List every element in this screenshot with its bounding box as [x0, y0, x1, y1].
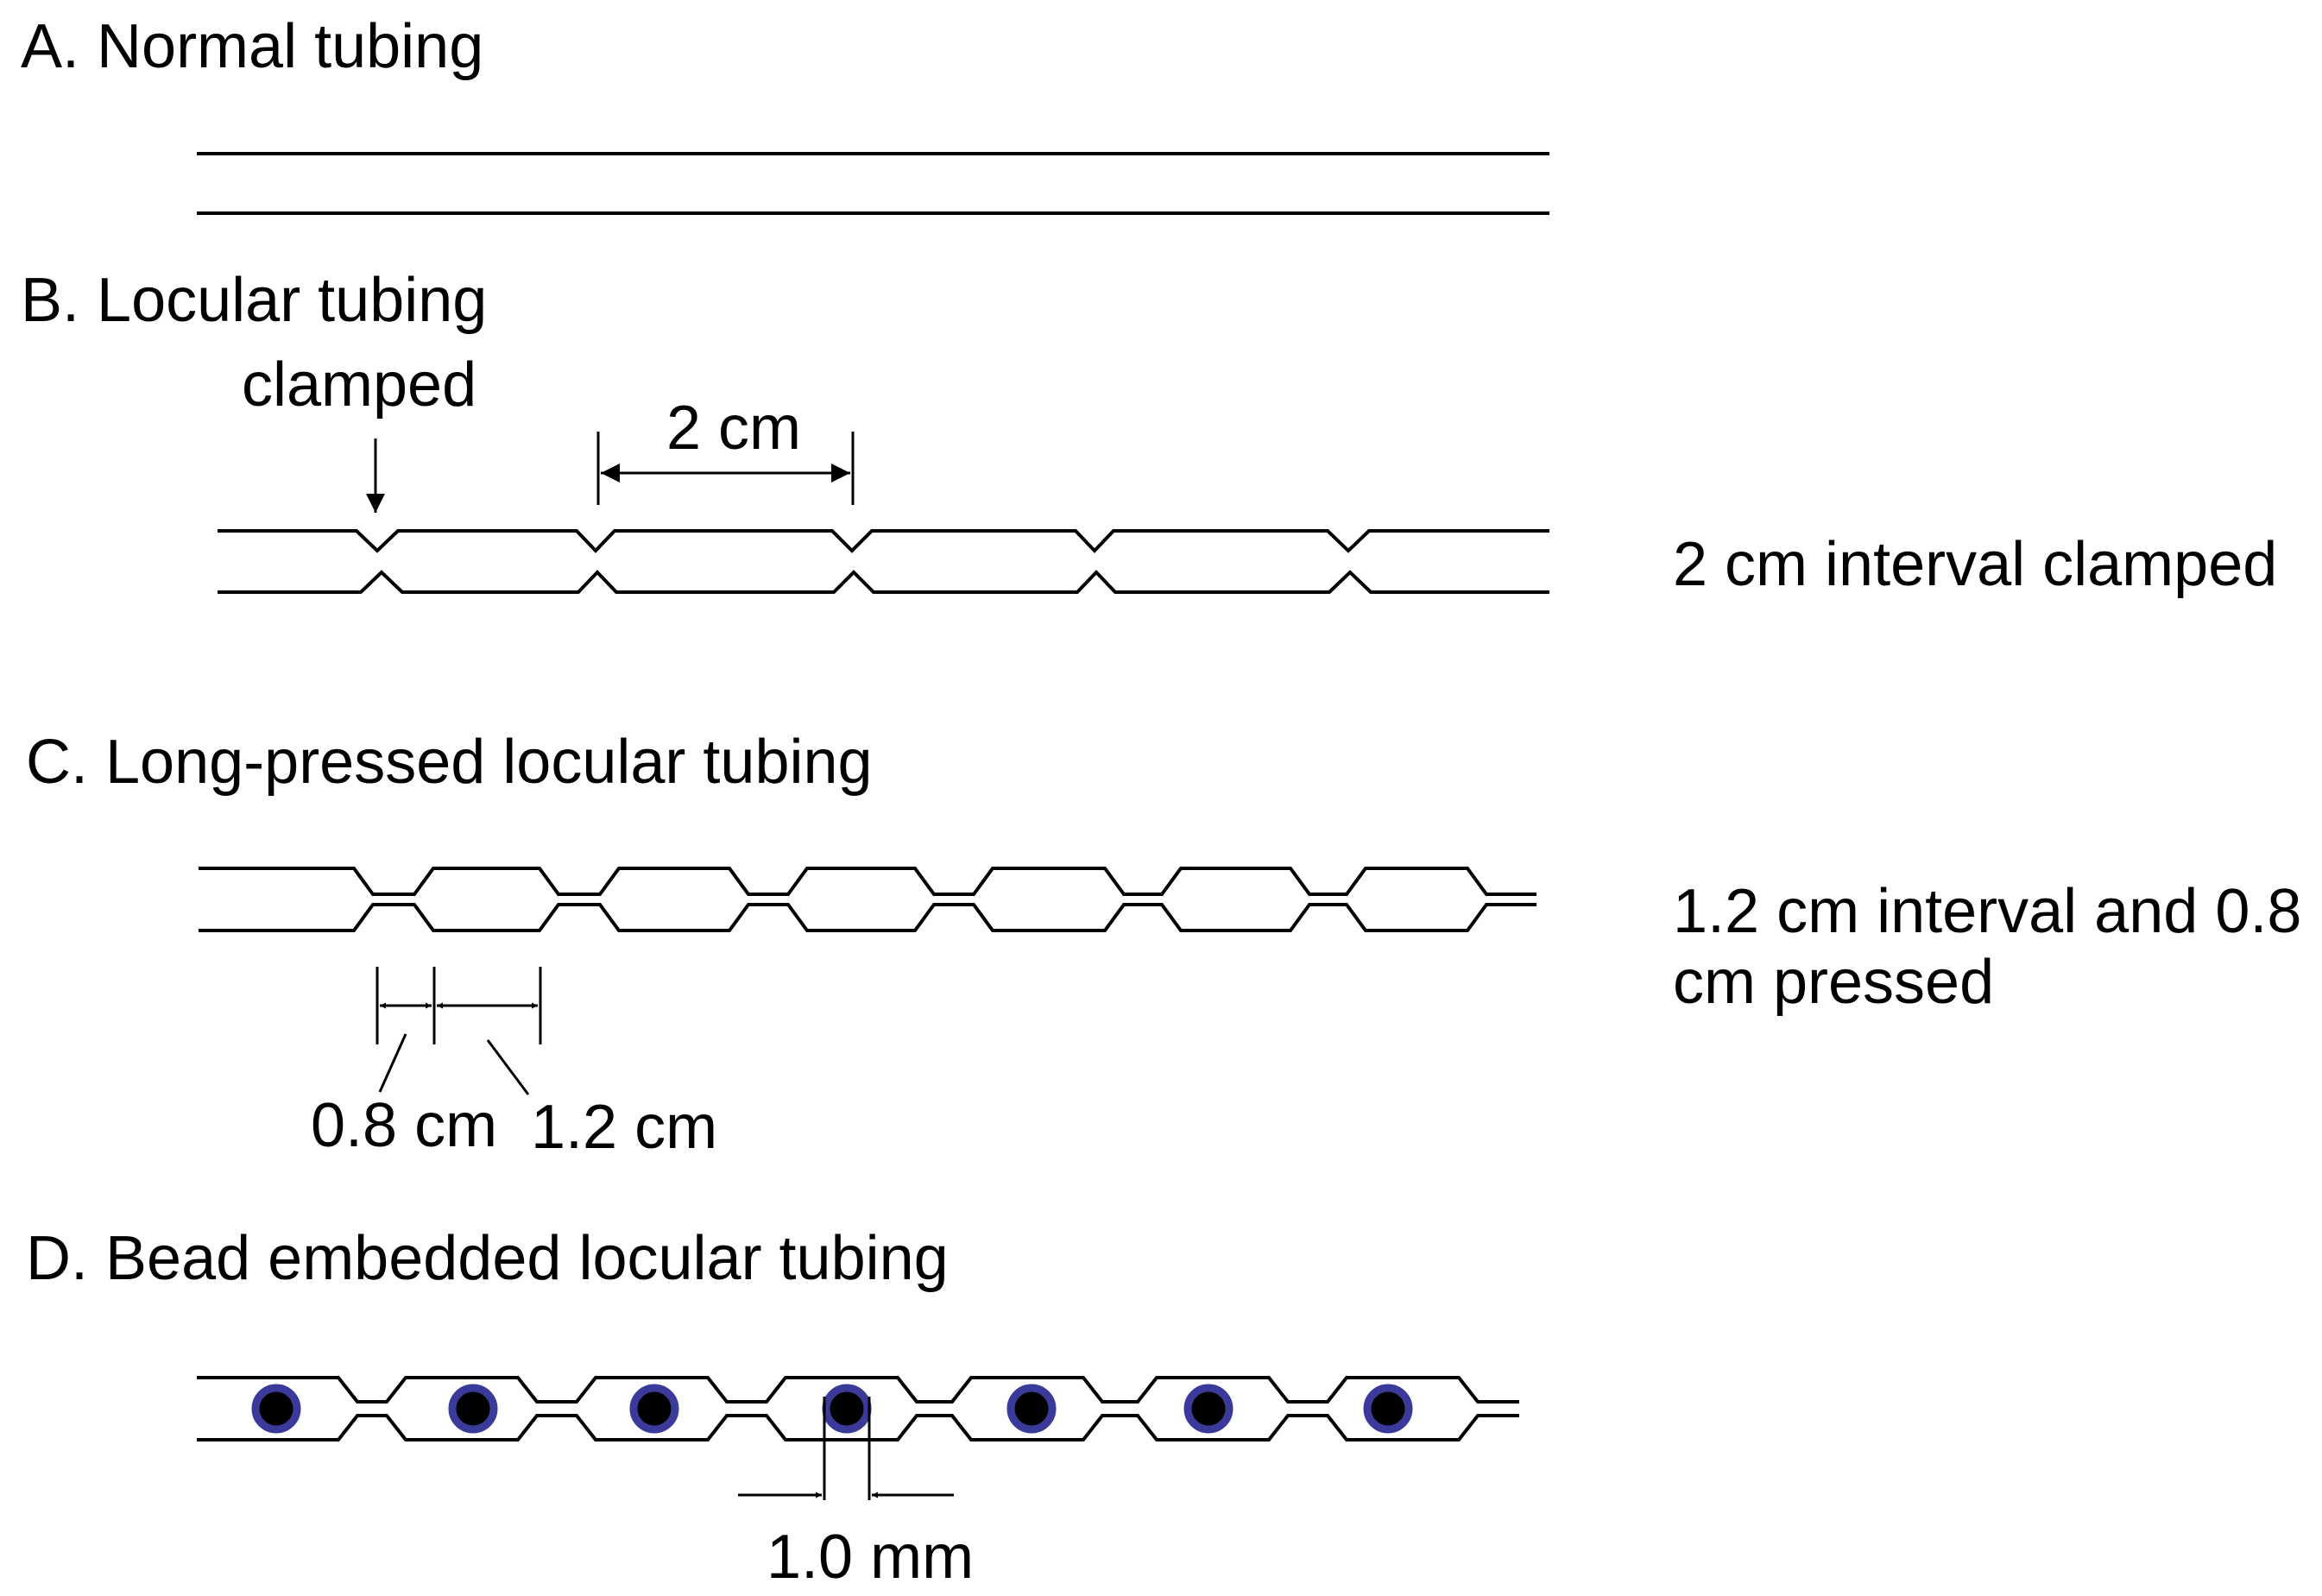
long-pressed-top-wall — [199, 867, 1536, 896]
leader-line-0-8cm — [378, 1033, 407, 1093]
beads — [251, 1384, 1413, 1434]
bead-tubing-bottom-wall — [197, 1414, 1519, 1441]
note-interval-pressed-line2: cm pressed — [1673, 948, 1994, 1017]
panel-c-title: C. Long-pressed locular tubing — [26, 728, 873, 797]
panel-d-title: D. Bead embedded locular tubing — [26, 1224, 949, 1293]
bead-tubing-top-wall — [197, 1376, 1519, 1404]
locular-tubing-clamped — [218, 529, 1549, 594]
bead — [822, 1384, 872, 1434]
press-interval-dimension — [375, 967, 542, 1095]
note-interval-pressed-line1: 1.2 cm interval and 0.8 — [1673, 877, 2301, 946]
long-pressed-bottom-wall — [199, 903, 1536, 932]
bead — [629, 1384, 679, 1434]
interval-2cm-label: 2 cm — [666, 394, 801, 463]
panel-a-title: A. Normal tubing — [21, 12, 483, 81]
bead — [1006, 1384, 1057, 1434]
clamped-label: clamped — [242, 350, 476, 420]
long-pressed-tubing — [199, 867, 1536, 932]
locular-tubing-top-wall — [218, 529, 1549, 553]
bead — [448, 1384, 498, 1434]
normal-tubing — [197, 152, 1549, 215]
bead — [1363, 1384, 1413, 1434]
leader-line-1-2cm — [486, 1039, 530, 1095]
bead-dimension — [738, 1397, 954, 1500]
bead — [1183, 1384, 1234, 1434]
bead — [251, 1384, 301, 1434]
bead-embedded-tubing — [197, 1376, 1519, 1441]
interval-2cm-dimension — [596, 432, 855, 505]
note-2cm-interval: 2 cm interval clamped — [1673, 530, 2277, 599]
interval-1-2cm-label: 1.2 cm — [531, 1093, 717, 1162]
press-0-8cm-label: 0.8 cm — [311, 1091, 497, 1160]
panel-b-title: B. Locular tubing — [21, 266, 487, 335]
locular-tubing-bottom-wall — [218, 570, 1549, 594]
bead-1-0mm-label: 1.0 mm — [767, 1523, 974, 1592]
